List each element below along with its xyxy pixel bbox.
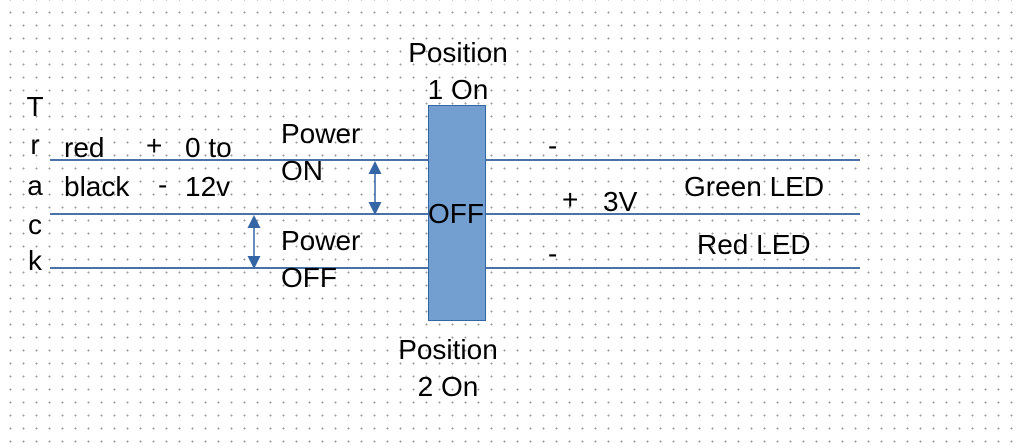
- output-bottom-minus-label: -: [548, 238, 558, 269]
- position-1-label: Position 1 On: [408, 37, 508, 105]
- power-on-arrow-icon: [368, 161, 382, 215]
- input-minus-label: -: [158, 169, 168, 200]
- power-off-label: Power OFF: [281, 225, 361, 293]
- input-black-label: black: [64, 171, 130, 202]
- switch-body: [428, 105, 486, 321]
- track-letter-r: r: [30, 129, 40, 160]
- track-letter-k: k: [28, 245, 42, 276]
- red-led-label: Red LED: [697, 229, 811, 260]
- power-off-arrow-icon: [247, 215, 261, 269]
- track-letter-a: a: [27, 170, 43, 201]
- power-on-label: Power ON: [281, 118, 361, 186]
- track-letter-c: c: [28, 209, 42, 240]
- input-voltage-top-label: 0 to: [185, 132, 232, 163]
- input-voltage-bottom-label: 12v: [185, 171, 231, 202]
- output-top-minus-label: -: [548, 130, 558, 161]
- output-voltage-label: 3V: [603, 186, 638, 217]
- input-red-label: red: [64, 132, 105, 163]
- green-led-label: Green LED: [684, 171, 825, 202]
- track-letter-t: T: [26, 91, 44, 122]
- position-2-label: Position 2 On: [398, 334, 498, 402]
- output-plus-label: +: [562, 184, 579, 215]
- input-plus-label: +: [146, 130, 163, 161]
- switch-state-label: OFF: [428, 198, 484, 229]
